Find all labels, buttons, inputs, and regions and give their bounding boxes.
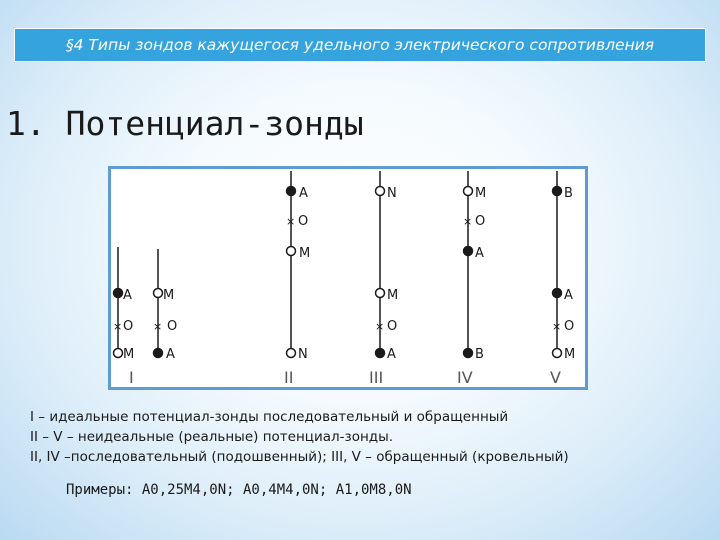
probe-column-1a: A × O M <box>112 247 134 362</box>
electrode-a-filled <box>551 287 563 299</box>
cross-mark: × <box>375 320 384 333</box>
note-line: II, IV –последовательный (подошвенный); … <box>30 449 569 465</box>
electrode-b-filled <box>462 347 474 359</box>
electrode-label: N <box>298 347 308 362</box>
electrode-a-filled <box>374 347 386 359</box>
note-line: II – V – неидеальные (реальные) потенциа… <box>30 429 394 445</box>
electrode-label: A <box>475 246 484 261</box>
electrode-label: O <box>475 214 485 229</box>
electrode-m-open <box>551 347 563 359</box>
probe-column-1b: M × O A <box>152 249 177 362</box>
electrode-n-open <box>374 185 386 197</box>
electrode-label: M <box>564 347 575 362</box>
header-title: §4 Типы зондов кажущегося удельного элек… <box>65 36 655 54</box>
electrode-label: A <box>387 347 396 362</box>
header-bar: §4 Типы зондов кажущегося удельного элек… <box>14 28 706 62</box>
electrode-label: N <box>387 186 397 201</box>
cross-mark: × <box>463 215 472 228</box>
electrode-a-filled <box>462 245 474 257</box>
roman-label-5: V <box>550 368 561 387</box>
electrode-label: A <box>166 347 175 362</box>
electrode-a-filled <box>285 185 297 197</box>
electrode-label: O <box>564 319 574 334</box>
roman-label-1: I <box>129 368 134 387</box>
electrode-label: O <box>123 319 133 334</box>
notes-block: I – идеальные потенциал-зонды последоват… <box>30 407 569 467</box>
section-title: 1. Потенциал-зонды <box>6 104 364 143</box>
roman-label-2: II <box>284 368 293 387</box>
electrode-m-open <box>462 185 474 197</box>
electrode-label: O <box>387 319 397 334</box>
probe-column-4: M × O A B <box>462 171 486 362</box>
cross-mark: × <box>153 320 162 333</box>
electrode-m-open <box>374 287 386 299</box>
cross-mark: × <box>286 215 295 228</box>
electrode-label: B <box>475 347 484 362</box>
roman-label-4: IV <box>457 368 473 387</box>
electrode-label: M <box>387 288 398 303</box>
electrode-m-open <box>152 287 164 299</box>
electrode-label: A <box>564 288 573 303</box>
electrode-a-filled <box>152 347 164 359</box>
electrode-label: M <box>163 288 174 303</box>
probe-column-3: N M × O A <box>374 171 398 362</box>
probe-column-5: B A × O M <box>551 171 575 362</box>
probe-diagram-svg: A × O M M × O A A × O M N <box>112 171 575 387</box>
electrode-b-filled <box>551 185 563 197</box>
note-line: I – идеальные потенциал-зонды последоват… <box>30 409 509 425</box>
probe-column-2: A × O M N <box>285 171 310 362</box>
probe-diagram: A × O M M × O A A × O M N <box>108 166 588 390</box>
electrode-m-open <box>112 347 124 359</box>
electrode-label: A <box>299 186 308 201</box>
electrode-label: O <box>298 214 308 229</box>
examples-line: Примеры: A0,25M4,0N; A0,4M4,0N; A1,0M8,0… <box>66 482 412 498</box>
cross-mark: × <box>113 320 122 333</box>
electrode-n-open <box>285 347 297 359</box>
electrode-label: M <box>123 347 134 362</box>
electrode-a-filled <box>112 287 124 299</box>
cross-mark: × <box>552 320 561 333</box>
electrode-label: O <box>167 319 177 334</box>
roman-label-3: III <box>369 368 383 387</box>
electrode-label: M <box>475 186 486 201</box>
electrode-label: B <box>564 186 573 201</box>
electrode-m-open <box>285 245 297 257</box>
electrode-label: A <box>123 288 132 303</box>
electrode-label: M <box>299 246 310 261</box>
